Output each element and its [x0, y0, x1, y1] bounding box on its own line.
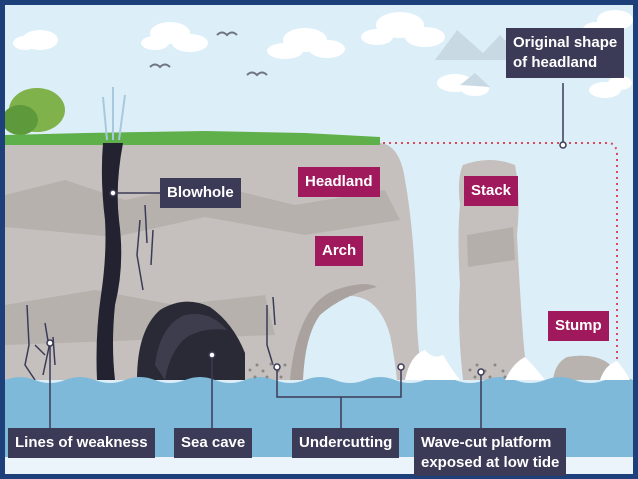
label-original-shape-line1: Original shape: [513, 34, 618, 51]
leader-dots: [46, 141, 567, 376]
label-stack: Stack: [464, 176, 519, 206]
original-headland-outline: [383, 142, 618, 365]
blowhole-shaft: [96, 143, 123, 380]
bird: [149, 63, 171, 69]
bird: [216, 31, 238, 37]
wave-splashes: [405, 350, 630, 380]
sea-cave-shade: [155, 314, 227, 380]
stump: [553, 355, 617, 380]
label-wave-cut-line1: Wave-cut platform: [421, 434, 552, 451]
cloud: [13, 30, 58, 50]
label-original-shape-line2: of headland: [513, 54, 598, 71]
splash: [405, 350, 460, 380]
clouds: [13, 10, 633, 98]
grass: [5, 131, 380, 145]
label-undercutting: Undercutting: [292, 428, 400, 458]
label-stump: Stump: [548, 311, 609, 341]
wave-cut-platform: [248, 362, 507, 379]
cloud: [361, 12, 445, 47]
arch-opening: [295, 296, 397, 380]
cloud: [267, 28, 345, 59]
tree: [5, 88, 65, 135]
label-arch: Arch: [315, 236, 364, 266]
bird: [246, 71, 268, 77]
distant-cliffs: [435, 30, 525, 87]
cloud: [589, 76, 632, 98]
stack-shading: [467, 227, 515, 267]
label-lines-of-weakness: Lines of weakness: [8, 428, 155, 458]
stack: [458, 160, 530, 380]
birds: [149, 31, 268, 77]
label-sea-cave: Sea cave: [174, 428, 253, 458]
leader-lines: [49, 83, 564, 433]
splash: [505, 357, 545, 380]
arch-inner-rock: [290, 284, 377, 380]
label-original-shape: Original shape of headland: [506, 28, 625, 78]
label-headland: Headland: [298, 167, 380, 197]
coastal-landforms-illustration: [5, 5, 633, 474]
label-wave-cut-line2: exposed at low tide: [421, 454, 560, 471]
blowhole-spray: [102, 87, 126, 141]
cloud: [141, 22, 208, 52]
splash: [600, 361, 630, 380]
label-blowhole: Blowhole: [160, 178, 241, 208]
label-wave-cut-platform: Wave-cut platform exposed at low tide: [414, 428, 567, 476]
lines-of-weakness: [24, 204, 276, 381]
